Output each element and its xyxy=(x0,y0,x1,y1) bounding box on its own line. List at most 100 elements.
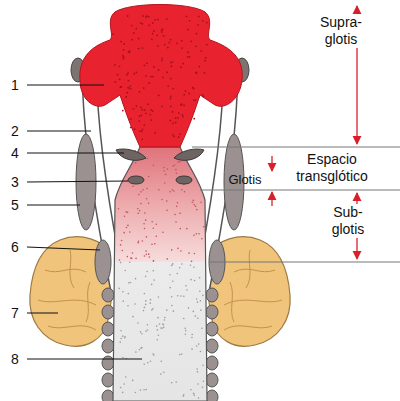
stipple-dot xyxy=(145,330,147,332)
stipple-dot xyxy=(193,88,195,90)
stipple-dot xyxy=(127,15,129,17)
gland-lobules xyxy=(38,250,96,330)
stipple-dot xyxy=(206,22,208,24)
stipple-dot xyxy=(189,20,191,22)
stipple-dot xyxy=(120,41,122,43)
stipple-dot xyxy=(155,235,157,237)
stipple-dot xyxy=(171,296,173,298)
stipple-dot xyxy=(122,55,124,57)
stipple-dot xyxy=(132,380,134,382)
stipple-dot xyxy=(181,114,183,116)
stipple-dot xyxy=(161,105,163,107)
stipple-dot xyxy=(144,109,146,111)
stipple-dot xyxy=(190,279,192,281)
stipple-dot xyxy=(172,88,174,90)
stipple-dot xyxy=(140,389,142,391)
stipple-dot xyxy=(177,202,179,204)
stipple-dot xyxy=(183,318,185,320)
stipple-dot xyxy=(151,244,153,246)
stipple-dot xyxy=(161,58,163,60)
stipple-dot xyxy=(133,32,135,34)
stipple-dot xyxy=(181,263,183,265)
stipple-dot xyxy=(146,188,148,190)
stipple-dot xyxy=(179,133,181,135)
stipple-dot xyxy=(146,198,148,200)
stipple-dot xyxy=(145,75,147,77)
stipple-dot xyxy=(191,334,193,336)
stipple-dot xyxy=(179,213,181,215)
stipple-dot xyxy=(177,295,179,297)
stipple-dot xyxy=(176,205,178,207)
stipple-dot xyxy=(144,307,146,309)
supraglottis xyxy=(80,5,242,148)
callout-number: 3 xyxy=(11,174,25,191)
stipple-dot xyxy=(183,94,185,96)
leader-line xyxy=(27,153,124,154)
stipple-dot xyxy=(137,208,139,210)
stipple-dot xyxy=(139,130,141,132)
stipple-dot xyxy=(196,72,198,74)
callout-number: 4 xyxy=(11,145,25,162)
stipple-dot xyxy=(197,301,199,303)
level-line xyxy=(200,190,400,191)
stipple-dot xyxy=(186,289,188,291)
stipple-dot xyxy=(161,60,163,62)
stipple-dot xyxy=(144,228,146,230)
stipple-dot xyxy=(180,250,182,252)
stipple-dot xyxy=(162,323,164,325)
region-label: Supra- glotis xyxy=(310,14,372,48)
stipple-dot xyxy=(150,299,152,301)
stipple-dot xyxy=(141,109,143,111)
stipple-dot xyxy=(193,234,195,236)
tracheal-ring xyxy=(102,356,114,370)
stipple-dot xyxy=(127,305,129,307)
stipple-dot xyxy=(171,382,173,384)
stipple-dot xyxy=(125,96,127,98)
stipple-dot xyxy=(148,176,150,178)
stipple-dot xyxy=(148,253,150,255)
stipple-dot xyxy=(141,138,143,140)
stipple-dot xyxy=(180,66,182,68)
stipple-dot xyxy=(126,92,128,94)
stipple-dot xyxy=(203,226,205,228)
stipple-dot xyxy=(148,24,150,26)
stipple-dot xyxy=(178,112,180,114)
stipple-dot xyxy=(143,223,145,225)
stipple-dot xyxy=(129,85,131,87)
stipple-dot xyxy=(138,120,140,122)
stipple-dot xyxy=(145,112,147,114)
stipple-dot xyxy=(166,210,168,212)
stipple-dot xyxy=(131,25,133,27)
stipple-dot xyxy=(198,397,200,399)
stipple-dot xyxy=(143,87,145,89)
tracheal-ring xyxy=(102,305,114,319)
stipple-dot xyxy=(186,228,188,230)
stipple-dot xyxy=(158,189,160,191)
stipple-dot xyxy=(154,243,156,245)
stipple-dot xyxy=(169,287,171,289)
stipple-dot xyxy=(132,108,134,110)
stipple-dot xyxy=(145,389,147,391)
stipple-dot xyxy=(123,49,125,51)
stipple-dot xyxy=(128,51,130,53)
stipple-dot xyxy=(153,66,155,68)
stipple-dot xyxy=(185,90,187,92)
stipple-dot xyxy=(202,20,204,22)
stipple-dot xyxy=(128,87,130,89)
stipple-dot xyxy=(181,353,183,355)
stipple-dot xyxy=(176,42,178,44)
stipple-dot xyxy=(120,86,122,88)
stipple-dot xyxy=(141,347,143,349)
stipple-dot xyxy=(147,362,149,364)
true-vocal-fold xyxy=(176,176,192,184)
stipple-dot xyxy=(118,208,120,210)
stipple-dot xyxy=(135,392,137,394)
stipple-dot xyxy=(155,223,157,225)
cricoid-cartilage xyxy=(95,240,111,284)
stipple-dot xyxy=(121,250,123,252)
stipple-dot xyxy=(124,337,126,339)
stipple-dot xyxy=(202,387,204,389)
stipple-dot xyxy=(193,200,195,202)
stipple-dot xyxy=(135,258,137,260)
